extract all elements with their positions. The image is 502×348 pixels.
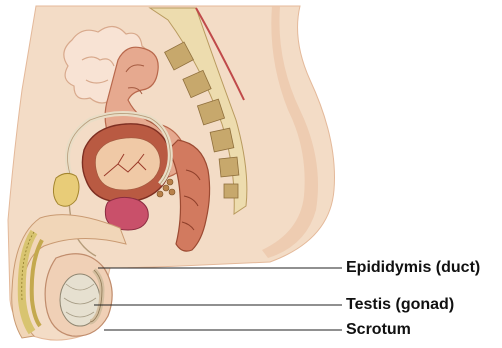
testis-label: Testis (gonad)	[346, 297, 454, 313]
epididymis-label: Epididymis (duct)	[346, 260, 480, 276]
pubic-bone	[53, 173, 79, 206]
scrotum-label: Scrotum	[346, 322, 411, 338]
